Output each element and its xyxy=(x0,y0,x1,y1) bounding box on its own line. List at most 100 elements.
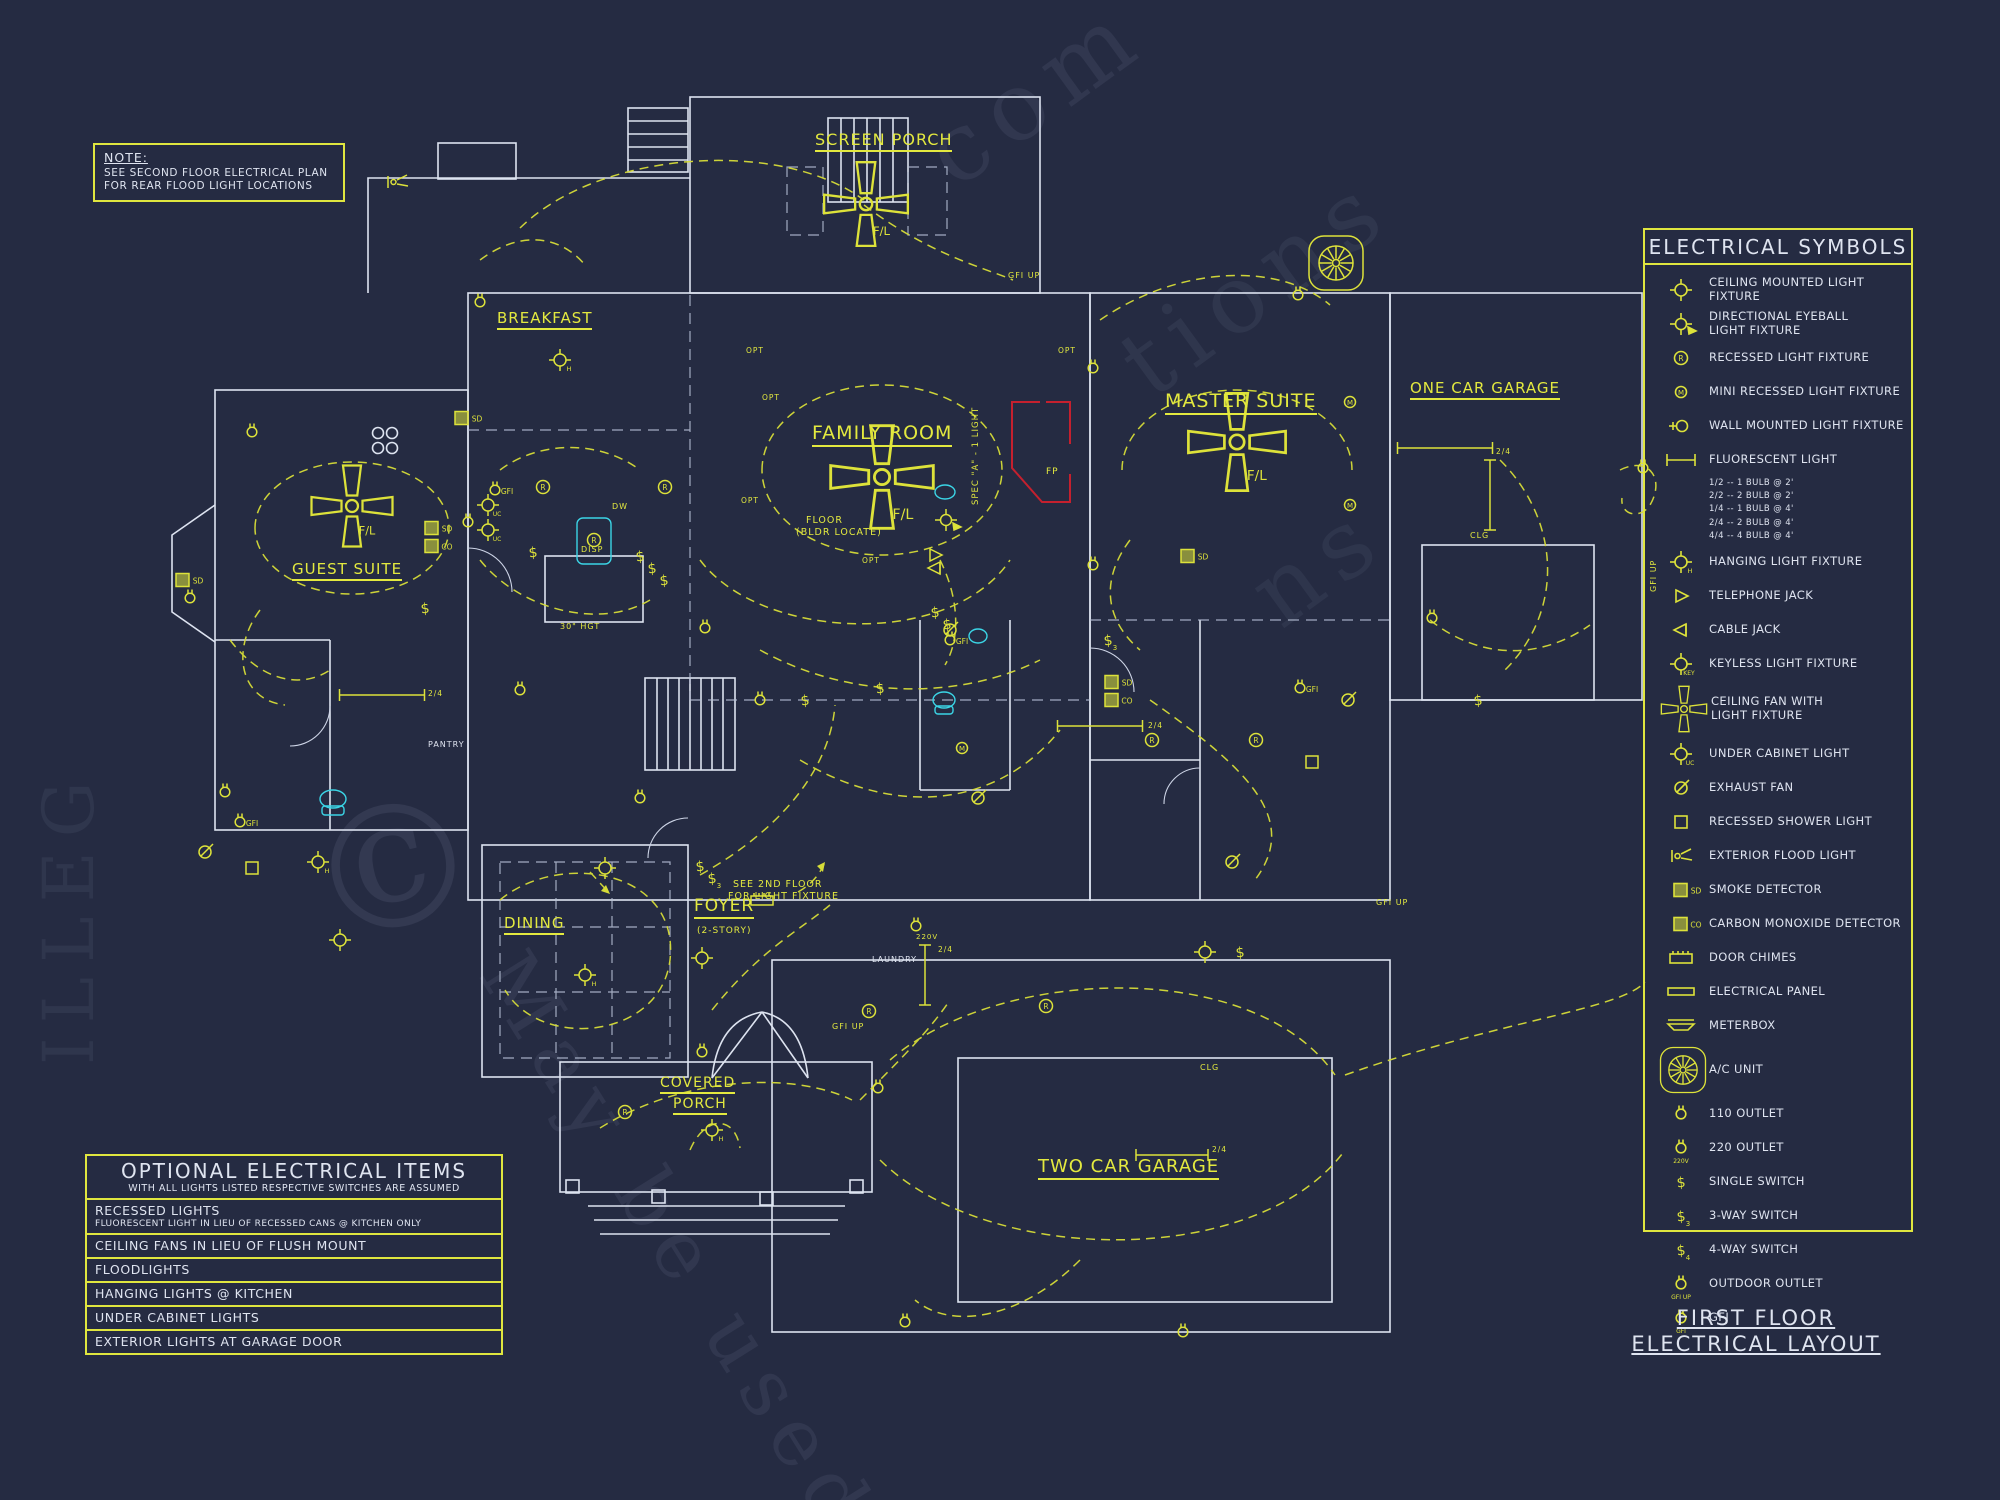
symbol-ceil xyxy=(1194,941,1216,963)
symbol-out xyxy=(1087,359,1099,374)
legend-title: ELECTRICAL SYMBOLS xyxy=(1645,230,1911,265)
electrical-symbols-legend: ELECTRICAL SYMBOLS CEILING MOUNTED LIGHT… xyxy=(1643,228,1913,1335)
svg-text:SD: SD xyxy=(1691,886,1702,895)
svg-text:SD: SD xyxy=(1198,553,1209,562)
symbol-sw: $ xyxy=(875,681,886,698)
outgfiup-icon: GFI UP xyxy=(1657,1269,1709,1301)
legend-item-label: 220 OUTLET xyxy=(1709,1139,1784,1154)
svg-text:3: 3 xyxy=(1686,1220,1690,1228)
svg-text:UC: UC xyxy=(493,536,502,543)
symbol-hang: H xyxy=(701,1119,724,1143)
svg-text:$: $ xyxy=(528,545,539,562)
symbol-sd: SD xyxy=(1104,674,1132,690)
svg-text:220V: 220V xyxy=(1673,1158,1689,1165)
symbol-fluor xyxy=(1056,720,1144,732)
wiring-runs xyxy=(229,159,1657,1318)
chime-icon xyxy=(1657,943,1709,973)
symbol-eyeball xyxy=(935,509,963,532)
legend-item-label: CARBON MONOXIDE DETECTOR xyxy=(1709,915,1901,930)
symbol-rec: R xyxy=(1144,732,1160,748)
svg-text:M: M xyxy=(1347,502,1353,510)
symbol-fluor xyxy=(1484,459,1496,531)
legend-item-label: 110 OUTLET xyxy=(1709,1105,1784,1120)
svg-text:SD: SD xyxy=(193,577,204,586)
svg-text:R: R xyxy=(540,483,545,492)
svg-text:4: 4 xyxy=(1686,1254,1691,1262)
svg-text:GFI: GFI xyxy=(1306,685,1318,694)
legend-item: EXHAUST FAN xyxy=(1657,773,1905,803)
svg-text:F/L: F/L xyxy=(892,507,913,523)
note-heading: NOTE: xyxy=(104,150,148,165)
svg-text:H: H xyxy=(1688,567,1693,575)
symbol-out: GFI xyxy=(234,813,258,828)
symbol-co: CO xyxy=(1104,692,1133,708)
legend-item-label: EXHAUST FAN xyxy=(1709,779,1794,794)
symbol-exh xyxy=(198,843,214,859)
symbol-fluor xyxy=(919,944,931,1006)
symbol-exh xyxy=(1341,691,1357,707)
wall-icon xyxy=(1657,411,1709,441)
svg-text:GFI: GFI xyxy=(501,487,513,496)
symbol-out xyxy=(1087,556,1099,571)
legend-item-label: WALL MOUNTED LIGHT FIXTURE xyxy=(1709,418,1904,433)
legend-subitem: 1/2 -- 1 BULB @ 2' xyxy=(1709,478,1794,488)
symbol-mini: M xyxy=(1343,498,1357,512)
shower-icon xyxy=(1657,807,1709,837)
symbol-sd: SD xyxy=(1180,548,1209,564)
svg-text:R: R xyxy=(1043,1002,1048,1011)
optional-item-text: RECESSED LIGHTS xyxy=(95,1203,220,1218)
legend-item-label: RECESSED LIGHT FIXTURE xyxy=(1709,350,1870,365)
sd-icon: SD xyxy=(1657,875,1709,905)
symbol-sw: $ xyxy=(800,693,811,710)
symbol-sw: $ xyxy=(528,545,539,562)
key-icon: KEY xyxy=(1657,649,1709,679)
legend-item-label: KEYLESS LIGHT FIXTURE xyxy=(1709,655,1858,670)
symbol-uc: UC xyxy=(477,494,501,518)
svg-text:GFI UP: GFI UP xyxy=(1671,1294,1691,1301)
legend-item: METERBOX xyxy=(1657,1011,1905,1041)
svg-text:R: R xyxy=(1253,736,1258,745)
legend-item-label: EXTERIOR FLOOD LIGHT xyxy=(1709,847,1856,862)
optional-items-table: OPTIONAL ELECTRICAL ITEMS WITH ALL LIGHT… xyxy=(85,1154,503,1355)
sheet-title-line2: ELECTRICAL LAYOUT xyxy=(1631,1332,1881,1357)
svg-text:$: $ xyxy=(1676,1242,1687,1259)
legend-subitem: 4/4 -- 4 BULB @ 4' xyxy=(1709,530,1794,541)
symbol-sw: $ xyxy=(1235,945,1246,962)
fan-icon xyxy=(1657,683,1711,735)
symbol-shower xyxy=(1305,755,1319,769)
symbol-rec: R xyxy=(617,1104,633,1120)
optional-items-title: OPTIONAL ELECTRICAL ITEMS xyxy=(120,1159,468,1183)
svg-text:CO: CO xyxy=(441,543,452,552)
co-icon: CO xyxy=(1657,909,1709,939)
symbol-rec: R xyxy=(1038,998,1054,1014)
optional-items-subtitle: WITH ALL LIGHTS LISTED RESPECTIVE SWITCH… xyxy=(128,1183,460,1194)
svg-text:H: H xyxy=(592,980,597,988)
optional-item-text: EXTERIOR LIGHTS AT GARAGE DOOR xyxy=(95,1334,343,1349)
symbol-out xyxy=(246,423,258,438)
legend-item-label: TELEPHONE JACK xyxy=(1709,587,1814,602)
svg-text:R: R xyxy=(591,536,596,545)
optional-item-subtext: FLUORESCENT LIGHT IN LIEU OF RECESSED CA… xyxy=(95,1219,422,1229)
symbol-shower xyxy=(245,861,259,875)
legend-item: 220V 220 OUTLET xyxy=(1657,1133,1905,1165)
hang-icon: H xyxy=(1657,547,1709,577)
legend-item-label: 4-WAY SWITCH xyxy=(1709,1241,1799,1256)
legend-item-label: MINI RECESSED LIGHT FIXTURE xyxy=(1709,384,1901,399)
svg-text:R: R xyxy=(1678,354,1683,363)
symbol-sw: $ xyxy=(930,605,941,622)
symbol-hang: H xyxy=(574,964,597,988)
svg-text:GFI: GFI xyxy=(1676,1328,1686,1335)
symbol-fluor xyxy=(1396,442,1494,454)
legend-item-label: DOOR CHIMES xyxy=(1709,949,1797,964)
symbol-out xyxy=(184,589,196,604)
svg-text:$: $ xyxy=(707,871,718,888)
svg-text:UC: UC xyxy=(493,511,502,518)
